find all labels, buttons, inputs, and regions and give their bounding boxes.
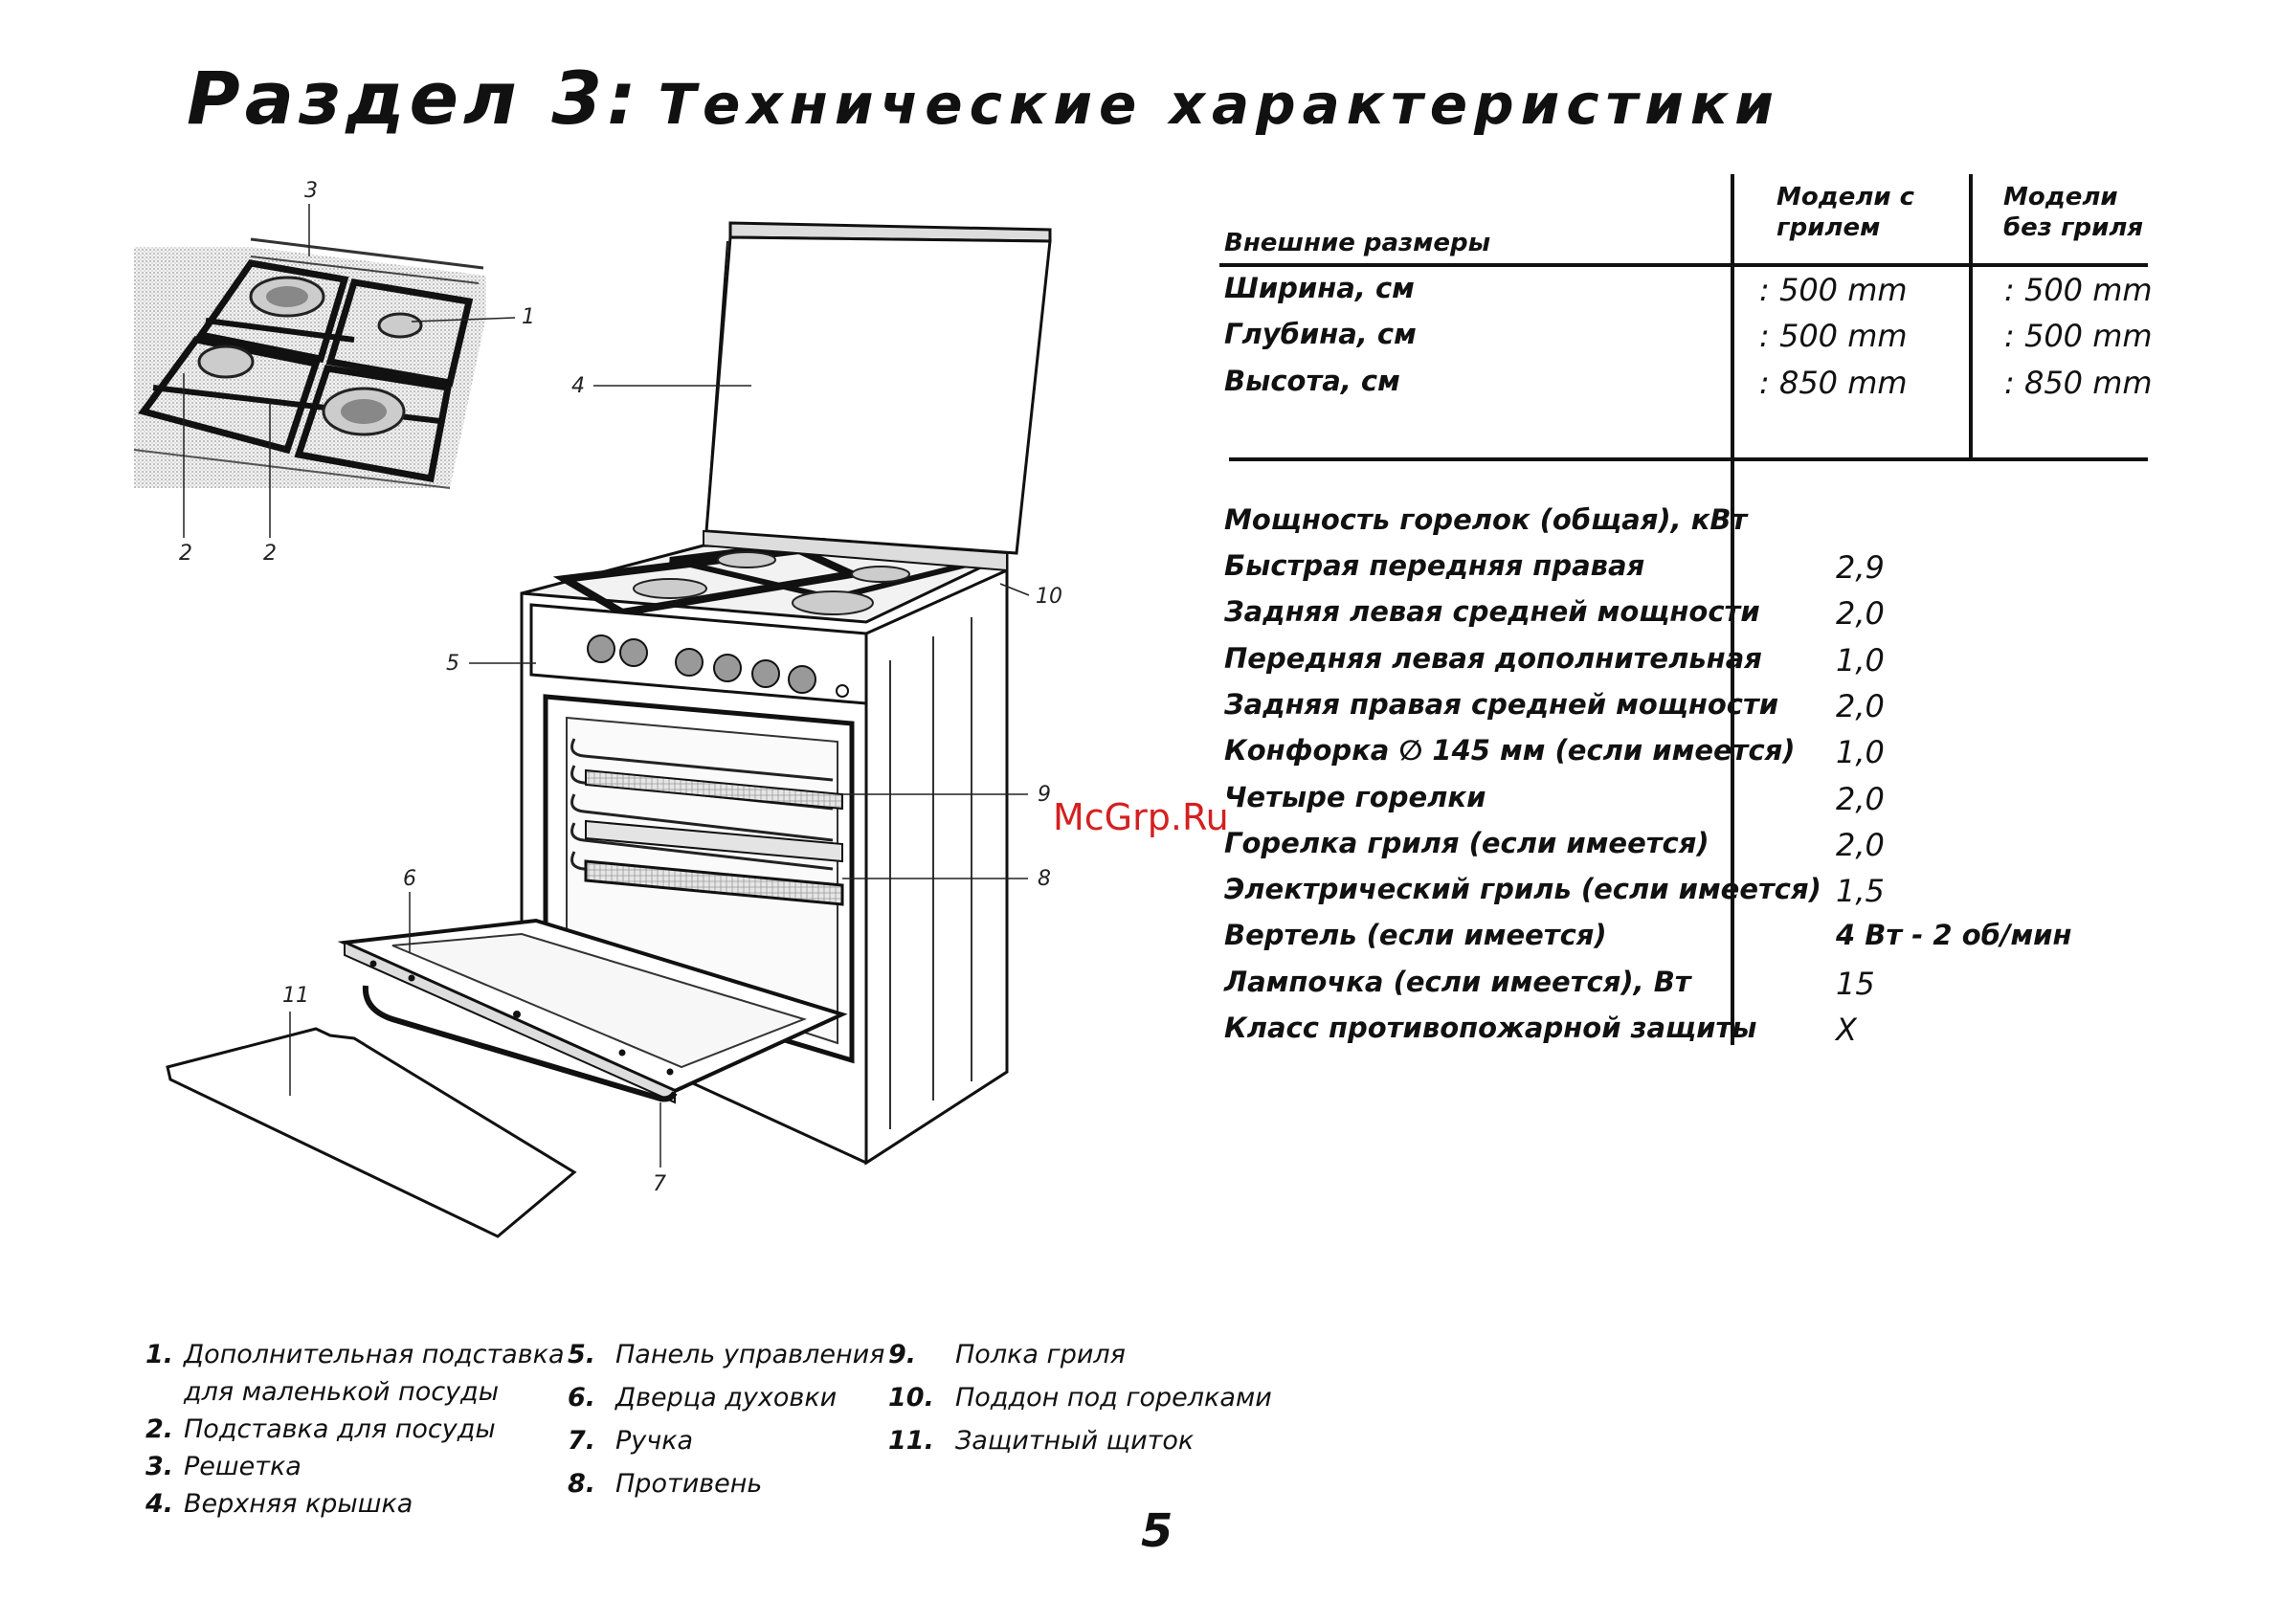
power-row-value: 2,0: [1836, 827, 1885, 863]
legend-item: 6.Дверца духовки: [568, 1383, 838, 1413]
power-row-label: Электрический гриль (если имеется): [1224, 873, 1821, 905]
page-number: 5: [1141, 1504, 1173, 1558]
callout-1: 1: [522, 305, 535, 329]
callout-11: 11: [282, 984, 309, 1008]
page-title: Раздел 3: Технические характеристики: [187, 56, 1780, 141]
power-row-label: Четыре горелки: [1224, 781, 1486, 813]
dimensions-header: Внешние размеры: [1224, 229, 1491, 257]
legend-item: 9.Полка гриля: [888, 1340, 1126, 1369]
power-row-label: Конфорка ∅ 145 мм (если имеется): [1224, 734, 1796, 767]
dim-row-label: Ширина, см: [1224, 272, 1415, 304]
dim-row-label: Высота, см: [1224, 365, 1400, 397]
power-row-value: 1,0: [1836, 734, 1885, 770]
callout-5: 5: [446, 652, 459, 676]
power-row-value: 1,0: [1836, 642, 1885, 679]
power-row-value: 1,5: [1836, 873, 1885, 909]
power-row-label: Передняя левая дополнительная: [1224, 642, 1762, 675]
col-without-grill-header: Модели без гриля: [2003, 183, 2144, 242]
legend-item: 2.Подставка для посуды: [145, 1414, 496, 1444]
power-row-value: 4 Вт - 2 об/мин: [1836, 919, 2072, 951]
power-row-label: Задняя левая средней мощности: [1224, 595, 1760, 628]
dim-row-value: : 500 mm: [2004, 318, 2153, 354]
power-row-label: Класс противопожарной защиты: [1224, 1012, 1757, 1044]
dim-row-value: : 850 mm: [2004, 365, 2153, 401]
power-row-label: Лампочка (если имеется), Вт: [1224, 966, 1691, 998]
power-row-label: Задняя правая средней мощности: [1224, 688, 1779, 721]
callout-9: 9: [1038, 783, 1051, 807]
power-row-label: Мощность горелок (общая), кВт: [1224, 503, 1748, 536]
legend-item: 1.Дополнительная подставка: [145, 1340, 565, 1369]
dim-row-value: : 500 mm: [1759, 318, 1908, 354]
watermark: McGrp.Ru: [1053, 796, 1229, 838]
cooker-illustration: 3 1 2 2 4: [133, 179, 1062, 1238]
callout-2a: 2: [179, 542, 192, 566]
legend-item: 8.Противень: [568, 1469, 763, 1499]
power-row-value: X: [1836, 1012, 1857, 1048]
legend-item: 11.Защитный щиток: [888, 1426, 1195, 1456]
callout-4: 4: [571, 374, 585, 398]
legend-item: 5.Панель управления: [568, 1340, 885, 1369]
legend-item: 4.Верхняя крышка: [145, 1489, 413, 1519]
legend-column-2: 5.Панель управления 6.Дверца духовки 7.Р…: [568, 1336, 884, 1502]
legend-item: 10.Поддон под горелками: [888, 1383, 1272, 1413]
power-row-value: 15: [1836, 966, 1875, 1002]
power-row-value: 2,0: [1836, 595, 1885, 632]
power-row-label: Вертель (если имеется): [1224, 919, 1607, 951]
power-row-label: Быстрая передняя правая: [1224, 549, 1645, 582]
power-row-value: 2,9: [1836, 549, 1885, 586]
legend-item: 3.Решетка: [145, 1452, 302, 1481]
legend-item: 7.Ручка: [568, 1426, 694, 1456]
legend-item: для маленькой посуды: [184, 1377, 500, 1407]
dim-row-value: : 500 mm: [1759, 272, 1908, 308]
legend-column-1: 1.Дополнительная подставка для маленькой…: [145, 1336, 565, 1523]
legend-column-3: 9.Полка гриля 10.Поддон под горелками 11…: [888, 1336, 1272, 1459]
callout-2b: 2: [263, 542, 277, 566]
callout-7: 7: [653, 1172, 666, 1196]
callout-10: 10: [1036, 585, 1062, 609]
callout-6: 6: [403, 867, 416, 891]
power-row-value: 2,0: [1836, 688, 1885, 724]
dim-row-value: : 850 mm: [1759, 365, 1908, 401]
callout-3: 3: [304, 179, 318, 203]
power-row-value: 2,0: [1836, 781, 1885, 817]
cooker-body: [166, 529, 1009, 1238]
section-heading: Технические характеристики: [658, 72, 1780, 137]
dim-row-value: : 500 mm: [2004, 272, 2153, 308]
hob-detail-inset: [133, 237, 486, 489]
callout-8: 8: [1038, 867, 1051, 891]
top-lid: [704, 221, 1052, 555]
power-row-label: Горелка гриля (если имеется): [1224, 827, 1709, 859]
section-label: Раздел 3:: [187, 56, 641, 141]
dim-row-label: Глубина, см: [1224, 318, 1417, 350]
col-with-grill-header: Модели с грилем: [1776, 183, 1915, 242]
